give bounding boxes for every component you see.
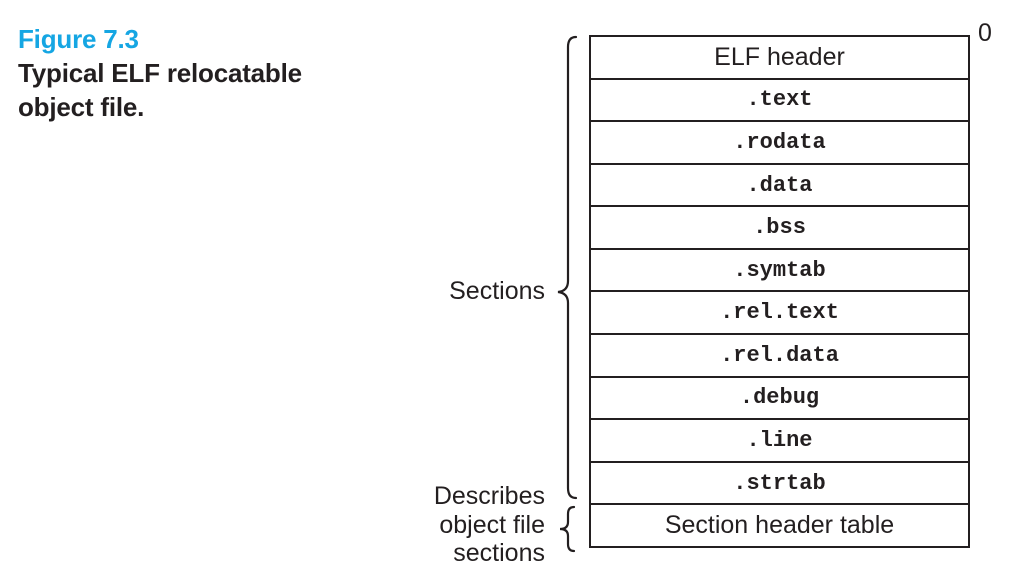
row-label: .debug — [739, 385, 820, 411]
row-label: .rodata — [733, 129, 826, 155]
section-row-rodata: .rodata — [591, 122, 968, 165]
sections-label: Sections — [449, 277, 545, 305]
section-row-elf-header: ELF header — [591, 37, 968, 80]
row-label: .data — [746, 172, 813, 198]
row-label: .rel.text — [720, 300, 839, 326]
row-label: .rel.data — [720, 342, 839, 368]
row-label: ELF header — [714, 42, 845, 71]
sections-brace — [557, 35, 578, 500]
row-label: .bss — [753, 215, 806, 241]
section-row-text: .text — [591, 80, 968, 123]
figure-number: Figure 7.3 — [18, 24, 139, 54]
row-label: .symtab — [733, 257, 826, 283]
figure-caption: Figure 7.3 Typical ELF relocatable objec… — [18, 22, 302, 124]
section-row-header-table: Section header table — [591, 505, 968, 546]
figure-title-line-1: Typical ELF relocatable — [18, 58, 302, 88]
describes-line-3: sections — [453, 539, 545, 567]
row-label: .strtab — [733, 470, 826, 496]
section-row-data: .data — [591, 165, 968, 208]
describes-line-1: Describes — [433, 482, 545, 510]
row-label: .line — [746, 427, 813, 453]
section-header-table-brace — [559, 505, 576, 553]
section-row-bss: .bss — [591, 207, 968, 250]
row-label: .text — [746, 87, 813, 113]
elf-object-file-box: ELF header .text .rodata .data .bss .sym… — [589, 35, 970, 548]
describes-object-file-sections-label: Describes object file sections — [434, 482, 545, 568]
section-row-line: .line — [591, 420, 968, 463]
section-row-symtab: .symtab — [591, 250, 968, 293]
describes-line-2: object file — [439, 510, 545, 539]
section-row-debug: .debug — [591, 378, 968, 421]
section-row-rel-text: .rel.text — [591, 292, 968, 336]
figure-title-line-2: object file. — [18, 92, 145, 122]
section-row-rel-data: .rel.data — [591, 335, 968, 378]
row-label: Section header table — [664, 511, 895, 540]
section-row-strtab: .strtab — [591, 463, 968, 506]
offset-zero-label: 0 — [978, 19, 992, 47]
